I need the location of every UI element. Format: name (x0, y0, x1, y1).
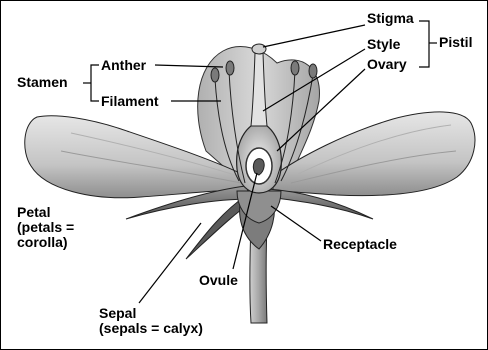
label-petal-line-2: (petals = (17, 220, 107, 235)
label-ovule: Ovule (199, 273, 238, 288)
label-style: Style (367, 37, 400, 52)
label-sepal: Sepal (sepals = calyx) (99, 306, 259, 336)
label-sepal-line-1: Sepal (99, 306, 259, 321)
label-pistil: Pistil (439, 35, 472, 50)
label-petal-line-3: corolla) (17, 235, 107, 250)
label-anther: Anther (101, 58, 146, 73)
label-petal: Petal (petals = corolla) (17, 205, 107, 250)
label-receptacle: Receptacle (323, 237, 397, 252)
label-petal-line-1: Petal (17, 205, 107, 220)
label-filament: Filament (101, 94, 159, 109)
label-stamen: Stamen (17, 75, 68, 90)
label-ovary: Ovary (367, 57, 407, 72)
label-stigma: Stigma (367, 11, 414, 26)
label-sepal-line-2: (sepals = calyx) (99, 321, 259, 336)
stigma (252, 44, 266, 54)
